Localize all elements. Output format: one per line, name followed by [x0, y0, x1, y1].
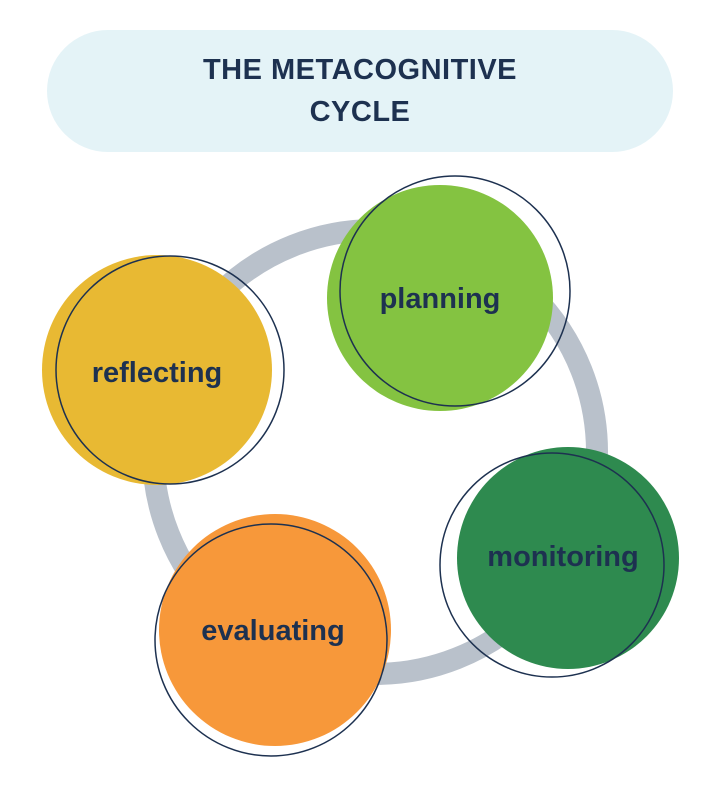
evaluating-fill — [159, 514, 391, 746]
stage-evaluating: evaluating — [154, 514, 391, 757]
planning-outline — [339, 175, 571, 407]
reflecting-label: reflecting — [92, 357, 223, 389]
reflecting-outline — [55, 255, 285, 485]
stage-monitoring: monitoring — [439, 447, 679, 678]
stage-planning: planning — [327, 175, 571, 411]
monitoring-label: monitoring — [487, 541, 638, 573]
evaluating-label: evaluating — [201, 615, 344, 647]
title-line-1: THE METACOGNITIVE — [202, 54, 518, 86]
stage-reflecting: reflecting — [42, 255, 285, 485]
monitoring-outline — [439, 452, 665, 678]
title-line-2: CYCLE — [309, 96, 411, 128]
planning-fill — [327, 185, 553, 411]
monitoring-fill — [457, 447, 679, 669]
evaluating-outline — [154, 523, 388, 757]
reflecting-fill — [42, 255, 272, 485]
title-banner: THE METACOGNITIVE CYCLE — [47, 30, 673, 152]
planning-label: planning — [380, 283, 501, 315]
